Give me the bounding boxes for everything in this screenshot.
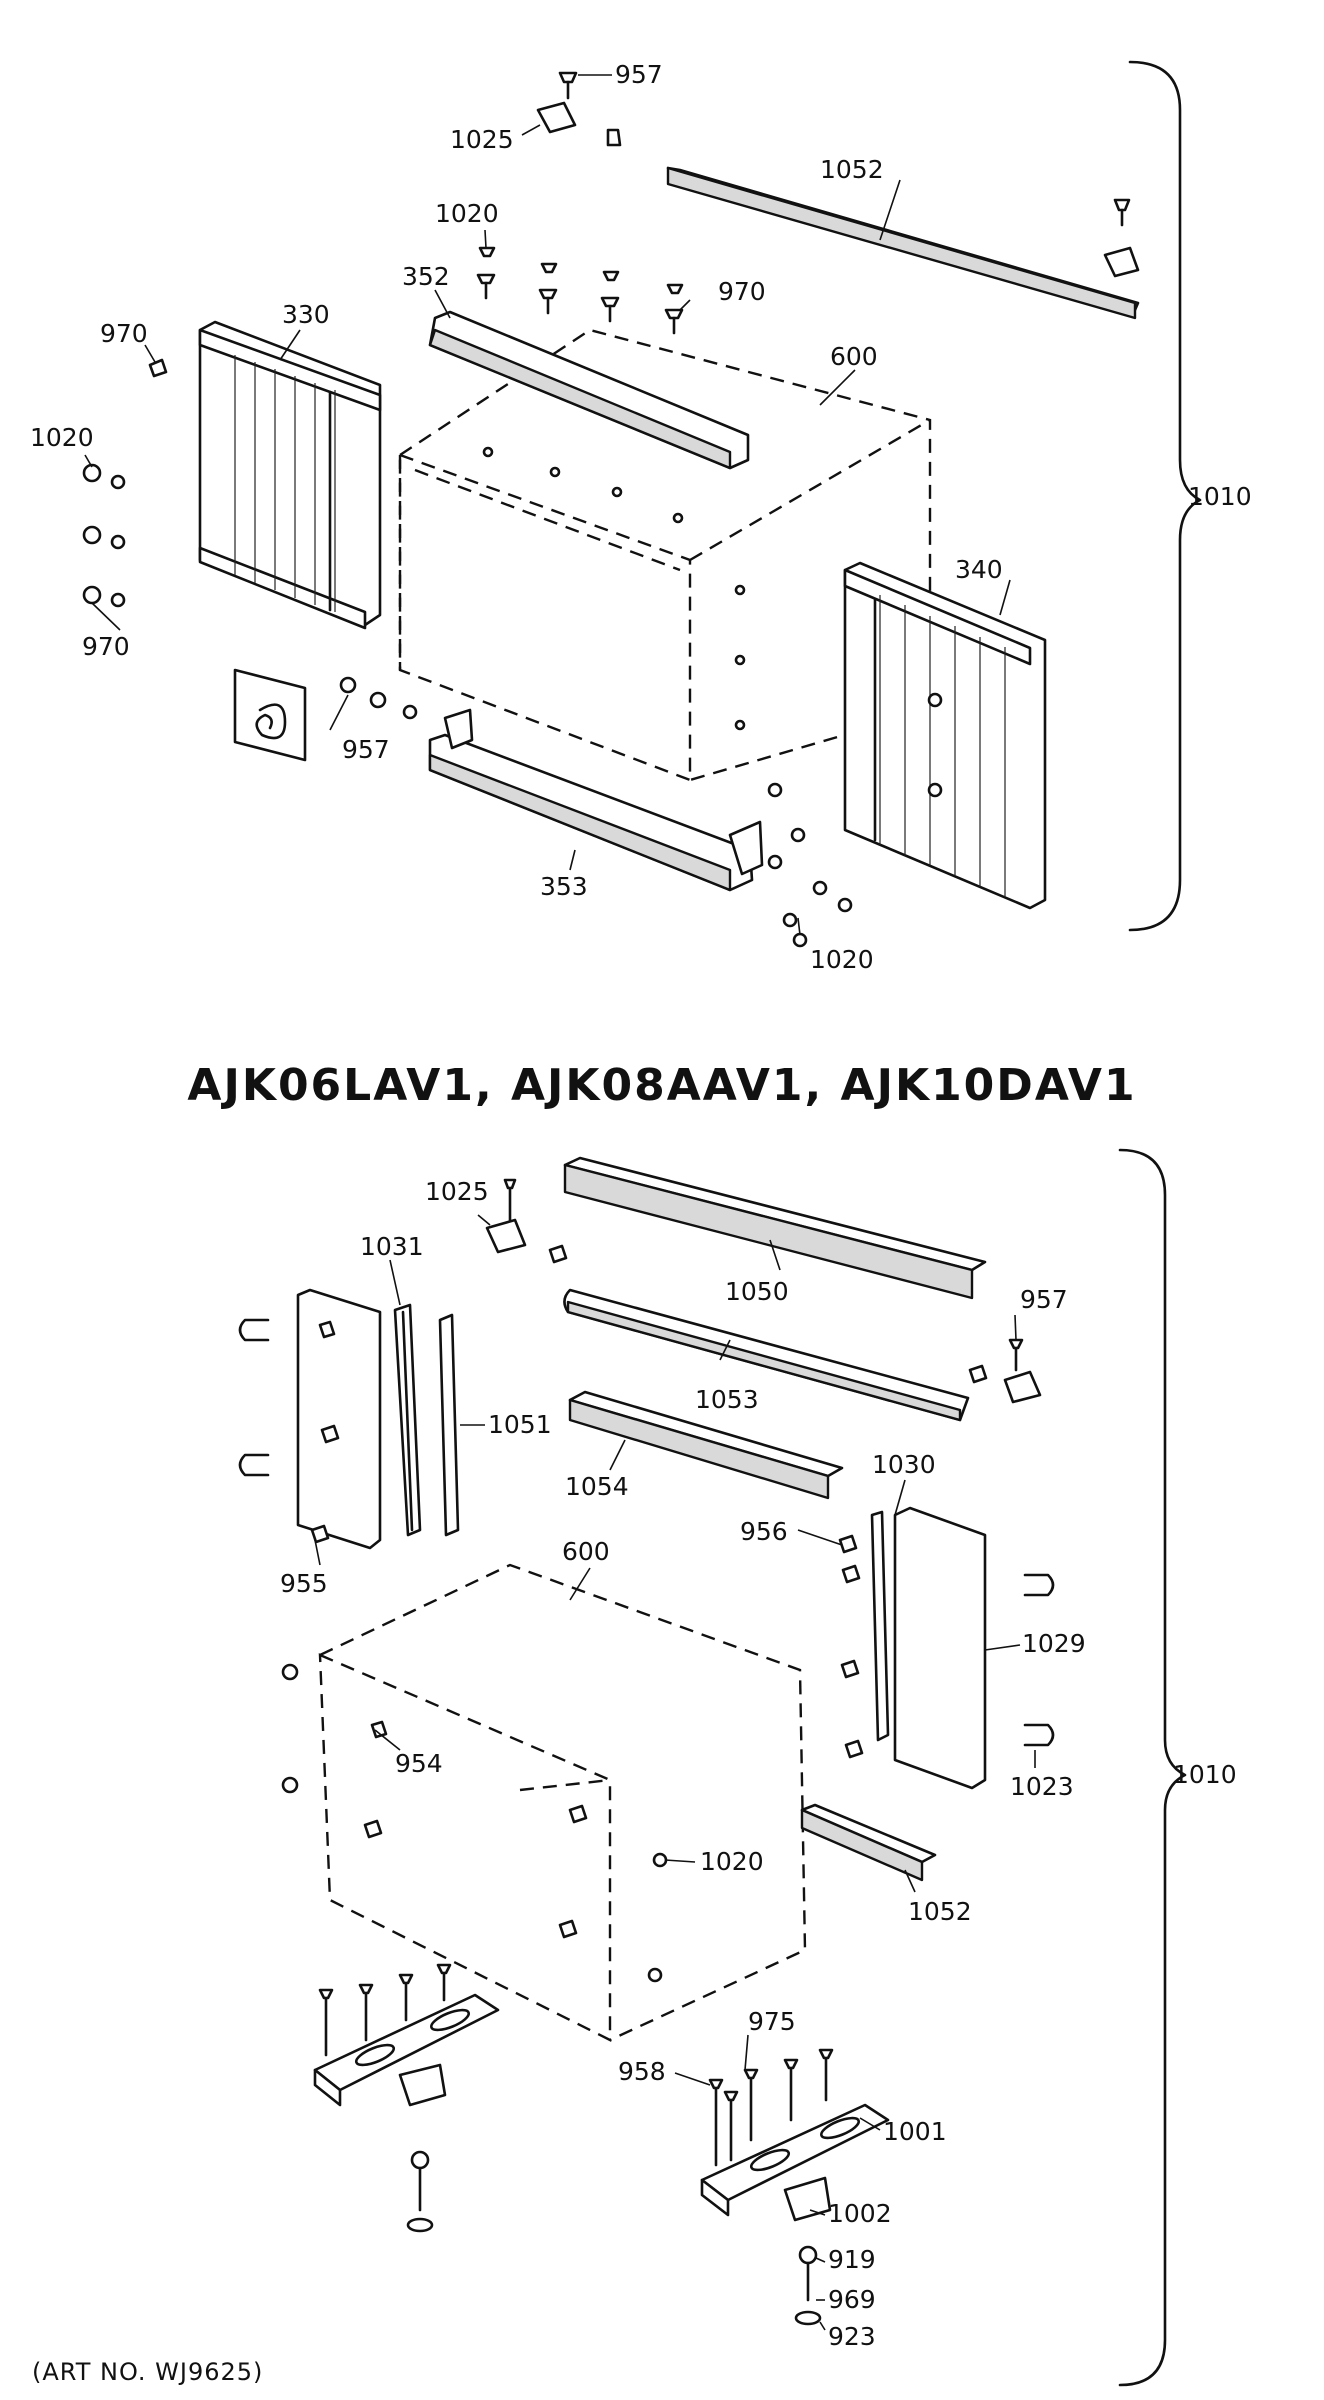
block-1054 [568,1390,844,1500]
bottom-bracket [1118,1148,1187,2387]
callout-1029: 1029 [1022,1629,1086,1658]
panel-1031 [296,1288,460,1550]
callout-353: 353 [540,872,588,901]
leaders-bottom [314,1214,1036,2331]
rail-353 [428,708,764,892]
block-1050 [563,1156,987,1300]
bracket-label-1010-top: 1010 [1188,482,1252,511]
top-bracket [1128,60,1202,932]
callout-1025-bottom: 1025 [425,1177,489,1206]
callout-1054: 1054 [565,1472,629,1501]
callout-1020-bottom: 1020 [810,945,874,974]
callout-1020-top-left: 1020 [30,423,94,452]
screws-bottom [281,1178,1042,2167]
model-title: AJK06LAV1, AJK08AAV1, AJK10DAV1 [187,1060,1136,1111]
u-clips [238,1318,1055,1747]
callout-955: 955 [280,1569,328,1598]
callout-970-bottom-left: 970 [82,632,130,661]
cabinet-holes [482,446,746,731]
callout-330: 330 [282,300,330,329]
callout-1053: 1053 [695,1385,759,1414]
callout-1025-top: 1025 [450,125,514,154]
leaders-top [84,74,1011,936]
callout-919: 919 [828,2245,876,2274]
bracket-label-1010-bottom: 1010 [1173,1760,1237,1789]
callout-969: 969 [828,2285,876,2314]
callout-600-bottom: 600 [562,1537,610,1566]
panel-1029 [870,1506,987,1790]
callout-1030: 1030 [872,1450,936,1479]
callout-970-top-left: 970 [100,319,148,348]
callout-957-bottom: 957 [1020,1285,1068,1314]
side-panel-340 [843,561,1047,910]
callout-1031: 1031 [360,1232,424,1261]
callout-340: 340 [955,555,1003,584]
top-assembly: 957 1025 1052 1020 352 970 330 600 970 1… [30,60,1252,974]
callout-1001: 1001 [883,2117,947,2146]
rail-1052-bottom [800,1803,937,1882]
callout-970-top-right: 970 [718,277,766,306]
callout-957-mid: 957 [342,735,390,764]
bar-1053 [563,1288,970,1422]
callout-1020-bottom: 1020 [700,1847,764,1876]
callout-1002: 1002 [828,2199,892,2228]
callout-954: 954 [395,1749,443,1778]
callout-352: 352 [402,262,450,291]
bottom-assembly: 1025 1050 957 1031 1051 1053 1054 1030 9… [238,1148,1237,2387]
rail-1052-top [666,166,1140,320]
callout-1052-bottom: 1052 [908,1897,972,1926]
side-panel-330 [198,320,382,630]
callout-600-top: 600 [830,342,878,371]
callout-923: 923 [828,2322,876,2351]
callout-1050: 1050 [725,1277,789,1306]
callout-1023: 1023 [1010,1772,1074,1801]
rail-352 [428,310,750,470]
callout-1020-top: 1020 [435,199,499,228]
callout-958: 958 [618,2057,666,2086]
cabinet-600-bottom [318,1563,807,2042]
gasket-square [233,668,307,762]
callout-957-top: 957 [615,60,663,89]
screws-top [82,71,1140,948]
callout-956: 956 [740,1517,788,1546]
base-bracket-right [700,2103,890,2326]
callout-1051: 1051 [488,1410,552,1439]
art-number: (ART NO. WJ9625) [32,2358,263,2386]
base-bracket-left [313,1993,500,2233]
callout-975: 975 [748,2007,796,2036]
callout-1052-top: 1052 [820,155,884,184]
